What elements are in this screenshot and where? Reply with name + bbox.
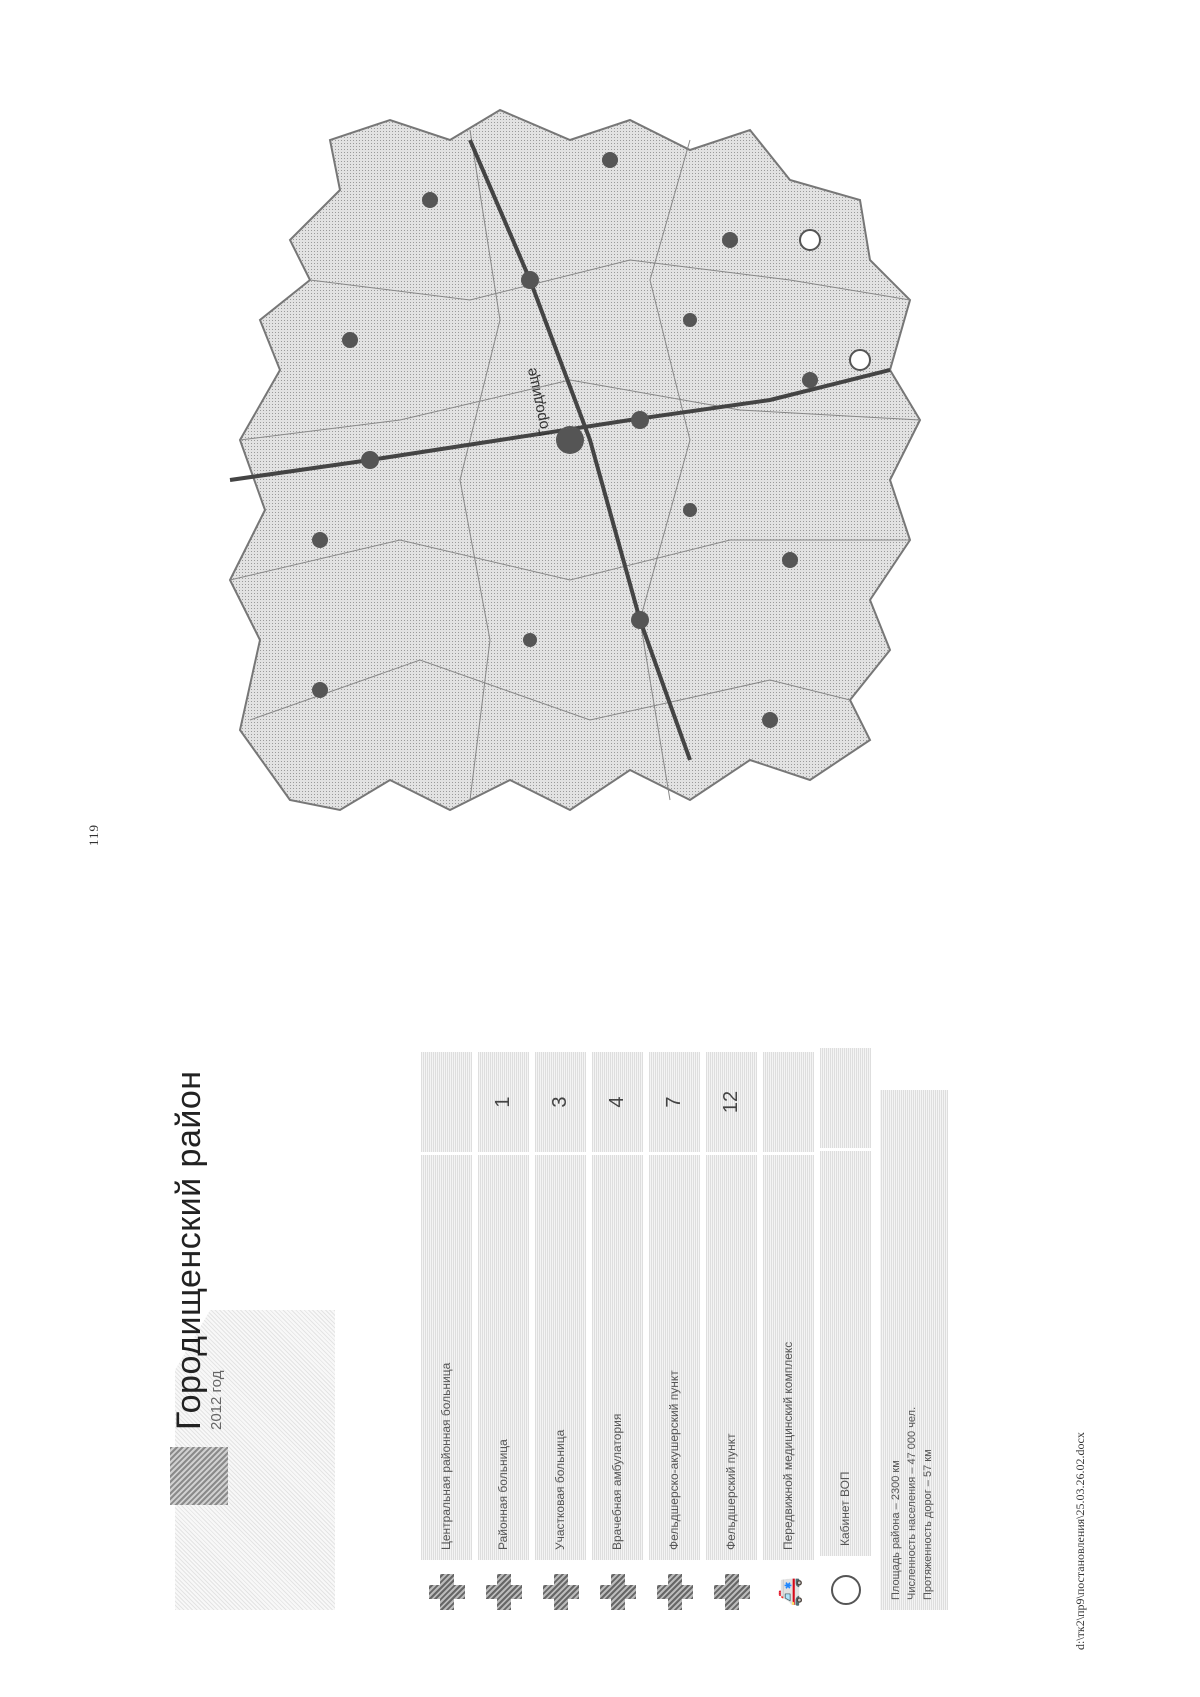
- ring-icon: [830, 1575, 861, 1605]
- legend-count: [763, 1052, 814, 1152]
- legend-label: Участковая больница: [535, 1155, 586, 1560]
- document-path: d:\тк2\пр9\постановления\25.03.26.02.doc…: [1073, 1432, 1087, 1650]
- page-subtitle: 2012 год: [208, 1370, 225, 1430]
- car-icon: 🚑: [774, 1577, 803, 1607]
- cross-icon: [714, 1574, 750, 1610]
- page-title: Городищенский район: [170, 1070, 208, 1430]
- stat-roads: Протяженность дорог – 57 км: [922, 1449, 934, 1600]
- vop-markers: [799, 229, 871, 371]
- legend-count: [421, 1052, 472, 1152]
- legend-row: Районная больница 1: [475, 1050, 532, 1610]
- cross-icon: [429, 1574, 465, 1610]
- cross-icon: [543, 1574, 579, 1610]
- legend-row: Фельдшерско-акушерский пункт 7: [646, 1050, 703, 1610]
- cross-icon: [486, 1574, 522, 1610]
- legend-row: Кабинет ВОП: [817, 1048, 874, 1610]
- legend-label: Кабинет ВОП: [820, 1151, 871, 1556]
- cross-icon: [657, 1574, 693, 1610]
- district-map: Городище: [170, 80, 930, 840]
- page-number: 119: [86, 823, 101, 846]
- legend: Центральная районная больница Районная б…: [418, 1048, 874, 1610]
- legend-label: Передвижной медицинский комплекс: [763, 1155, 814, 1560]
- facility-markers: [312, 152, 818, 728]
- legend-count: 7: [649, 1052, 700, 1152]
- legend-count: 3: [535, 1052, 586, 1152]
- legend-row: Фельдшерский пункт 12: [703, 1050, 760, 1610]
- legend-label: Центральная районная больница: [421, 1155, 472, 1560]
- legend-row: Врачебная амбулатория 4: [589, 1050, 646, 1610]
- district-logo: [170, 1447, 228, 1505]
- district-stats: Площадь района – 2300 км Численность нас…: [880, 1090, 948, 1610]
- legend-label: Районная больница: [478, 1155, 529, 1560]
- legend-count: 4: [592, 1052, 643, 1152]
- map-svg: Городище: [228, 108, 922, 812]
- stat-area: Площадь района – 2300 км: [890, 1460, 902, 1600]
- legend-row: Центральная районная больница: [418, 1050, 475, 1610]
- legend-row: Участковая больница 3: [532, 1050, 589, 1610]
- legend-count: 12: [706, 1052, 757, 1152]
- legend-row: 🚑 Передвижной медицинский комплекс: [760, 1050, 817, 1610]
- district-area: [228, 108, 922, 812]
- stat-population: Численность населения – 47 000 чел.: [906, 1406, 918, 1600]
- cross-icon: [600, 1574, 636, 1610]
- legend-count: [820, 1048, 871, 1148]
- legend-count: 1: [478, 1052, 529, 1152]
- legend-label: Фельдшерский пункт: [706, 1155, 757, 1560]
- map-sheet: Городищенский район 2012 год Центральная…: [170, 60, 950, 1620]
- legend-label: Врачебная амбулатория: [592, 1155, 643, 1560]
- settlement-borders: [229, 129, 921, 801]
- legend-label: Фельдшерско-акушерский пункт: [649, 1155, 700, 1560]
